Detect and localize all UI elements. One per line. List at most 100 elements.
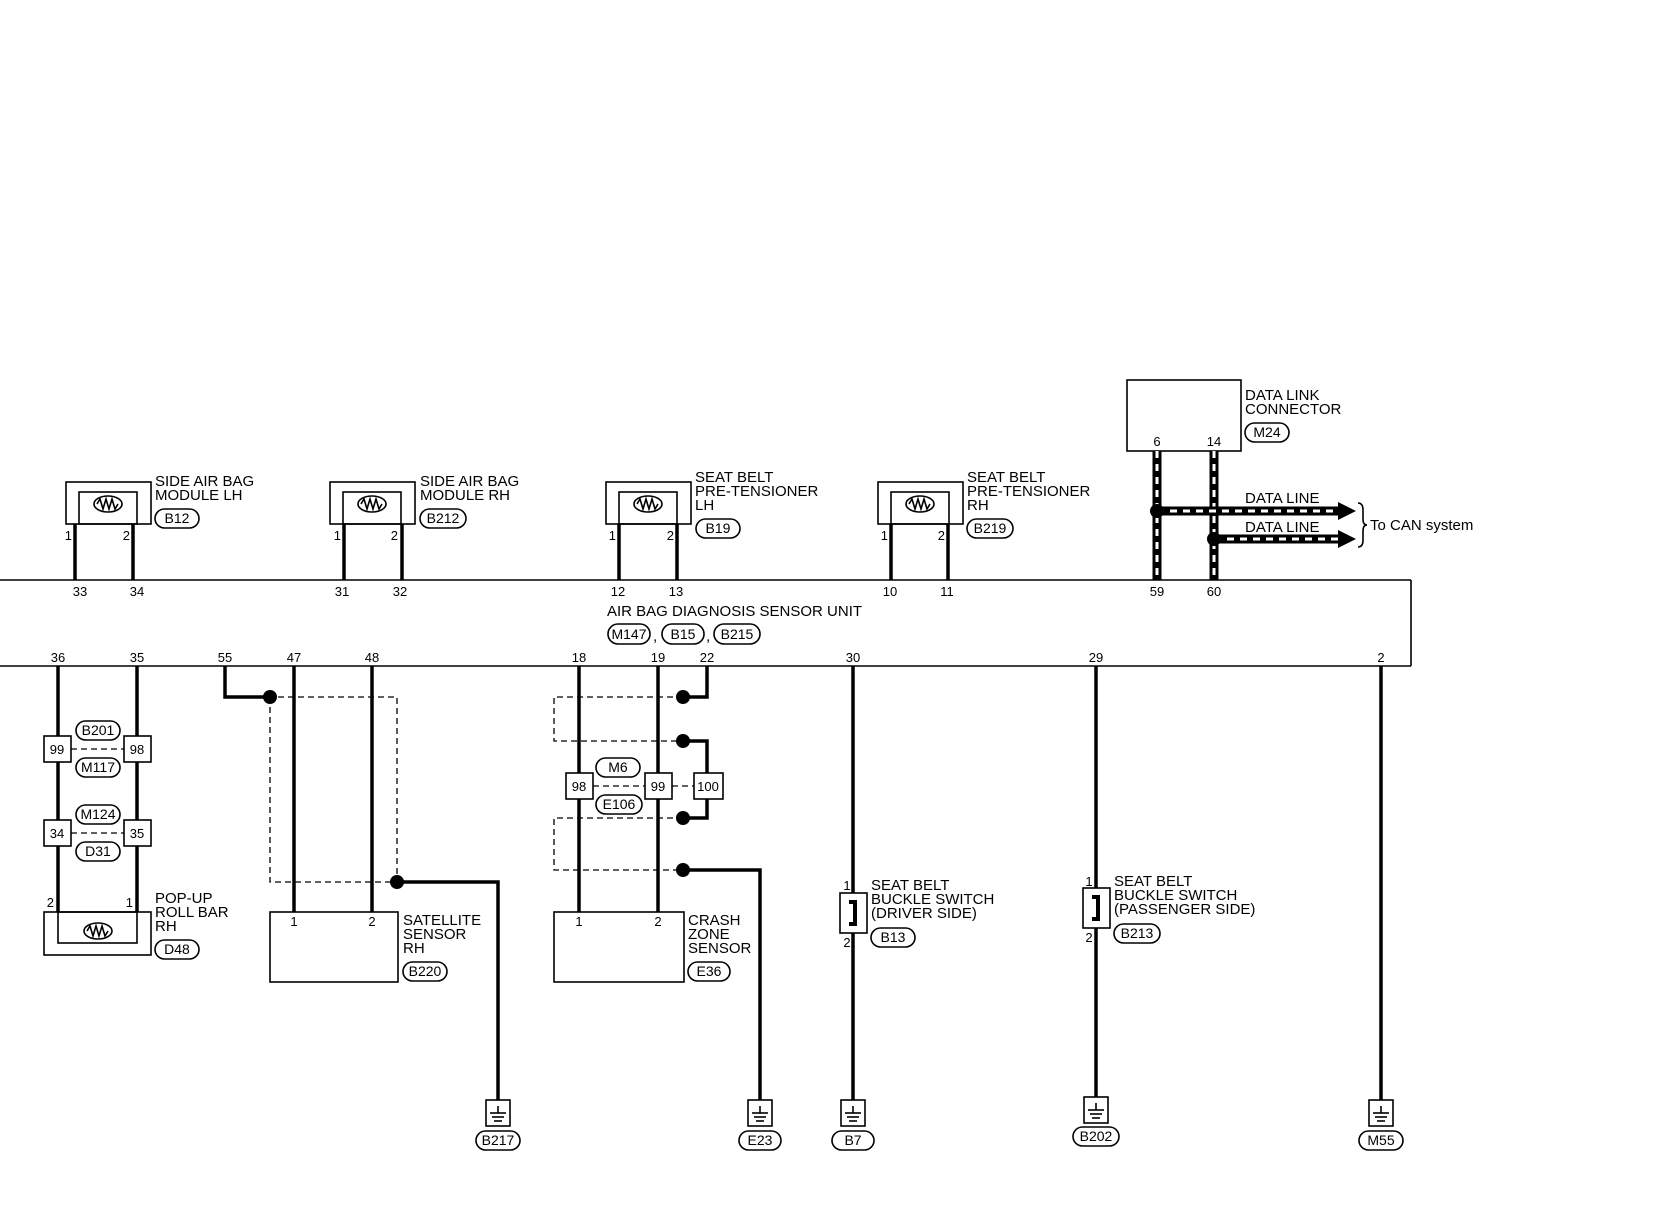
pin-label: 19 <box>651 650 665 665</box>
connector-id: E23 <box>748 1132 773 1148</box>
svg-text:(PASSENGER SIDE): (PASSENGER SIDE) <box>1114 901 1255 918</box>
svg-text:SENSOR: SENSOR <box>403 926 467 943</box>
unit-connector-separator: , <box>706 628 710 645</box>
pin-label: 35 <box>130 650 144 665</box>
seat-belt-pre-tensioner-lh: 1 2 SEAT BELT PRE-TENSIONER LH B19 <box>605 469 819 580</box>
pin-label: 34 <box>130 584 144 599</box>
ground-b202: B202 <box>1072 1096 1120 1147</box>
svg-text:CRASH: CRASH <box>688 912 741 929</box>
svg-text:MODULE RH: MODULE RH <box>420 487 510 504</box>
pin-label: 33 <box>73 584 87 599</box>
svg-text:ROLL BAR: ROLL BAR <box>155 904 229 921</box>
svg-text:100: 100 <box>697 779 719 794</box>
unit-top-pins: 33 34 31 32 12 13 10 11 59 60 <box>73 584 1221 599</box>
svg-text:PRE-TENSIONER: PRE-TENSIONER <box>695 483 819 500</box>
svg-text:B215: B215 <box>721 626 754 642</box>
connector-id: B7 <box>844 1132 861 1148</box>
side-air-bag-module-rh: 1 2 SIDE AIR BAG MODULE RH B212 <box>329 473 519 580</box>
svg-text:(DRIVER SIDE): (DRIVER SIDE) <box>871 905 977 922</box>
pin-label: 30 <box>846 650 860 665</box>
data-link-connector: 6 14 DATA LINK CONNECTOR M24 <box>1126 379 1342 452</box>
pin-label: 48 <box>365 650 379 665</box>
svg-text:34: 34 <box>50 826 64 841</box>
svg-text:M147: M147 <box>611 626 646 642</box>
svg-text:35: 35 <box>130 826 144 841</box>
side-air-bag-module-lh: 1 2 SIDE AIR BAG MODULE LH B12 <box>65 473 254 580</box>
svg-text:1: 1 <box>881 528 888 543</box>
svg-text:SEAT BELT: SEAT BELT <box>967 469 1045 486</box>
pin-label: 55 <box>218 650 232 665</box>
svg-text:BUCKLE SWITCH: BUCKLE SWITCH <box>1114 887 1237 904</box>
svg-text:SIDE AIR BAG: SIDE AIR BAG <box>155 473 254 490</box>
connector-id: B212 <box>427 510 460 526</box>
can-destination: To CAN system <box>1370 517 1473 534</box>
svg-text:RH: RH <box>155 918 177 935</box>
svg-text:99: 99 <box>50 742 64 757</box>
svg-text:BUCKLE SWITCH: BUCKLE SWITCH <box>871 891 994 908</box>
svg-text:MODULE LH: MODULE LH <box>155 487 243 504</box>
arrow-right-icon <box>1338 530 1356 548</box>
connector-id: D31 <box>85 843 111 859</box>
satellite-sensor-rh: 1 2 SATELLITE SENSOR RH B220 <box>223 666 500 1100</box>
svg-text:1: 1 <box>334 528 341 543</box>
svg-text:PRE-TENSIONER: PRE-TENSIONER <box>967 483 1091 500</box>
unit-connector-b215: B215 <box>713 623 761 645</box>
ground-m55: M55 <box>1358 666 1404 1151</box>
pin-label: 22 <box>700 650 714 665</box>
switch-icon <box>1092 895 1100 921</box>
connector-id: B202 <box>1080 1128 1113 1144</box>
connector-id: B13 <box>881 929 906 945</box>
connector-id: M6 <box>608 759 628 775</box>
connector-id: B12 <box>165 510 190 526</box>
pin-label: 47 <box>287 650 301 665</box>
pin-label: 29 <box>1089 650 1103 665</box>
svg-text:2: 2 <box>47 895 54 910</box>
svg-text:2: 2 <box>368 914 375 929</box>
svg-text:98: 98 <box>130 742 144 757</box>
svg-text:1: 1 <box>1085 874 1092 889</box>
pin-label: 2 <box>1377 650 1384 665</box>
splice-dot <box>1150 504 1164 518</box>
svg-text:DATA LINK: DATA LINK <box>1245 387 1319 404</box>
data-line-label: DATA LINE <box>1245 519 1319 536</box>
can-data-lines: DATA LINE DATA LINE To CAN system <box>1150 451 1473 580</box>
svg-text:1: 1 <box>575 914 582 929</box>
unit-name: AIR BAG DIAGNOSIS SENSOR UNIT <box>607 603 862 620</box>
unit-connector-b15: B15 <box>661 623 705 645</box>
svg-text:2: 2 <box>1085 930 1092 945</box>
pin-label: 60 <box>1207 584 1221 599</box>
svg-text:2: 2 <box>667 528 674 543</box>
connector-id: B201 <box>82 722 115 738</box>
ground-e23: E23 <box>738 1099 782 1151</box>
svg-text:SATELLITE: SATELLITE <box>403 912 481 929</box>
svg-text:SENSOR: SENSOR <box>688 940 752 957</box>
svg-text:99: 99 <box>651 779 665 794</box>
svg-text:2: 2 <box>391 528 398 543</box>
brace-icon <box>1357 502 1368 548</box>
connector-id: M124 <box>80 806 115 822</box>
connector-id: E36 <box>697 963 722 979</box>
data-line-label: DATA LINE <box>1245 490 1319 507</box>
pin-label: 32 <box>393 584 407 599</box>
unit-bottom-pins: 36 35 55 47 48 18 19 22 30 29 2 <box>51 650 1385 665</box>
svg-text:2: 2 <box>843 935 850 950</box>
svg-text:ZONE: ZONE <box>688 926 730 943</box>
svg-text:14: 14 <box>1207 434 1221 449</box>
pin-label: 13 <box>669 584 683 599</box>
connector-id: M24 <box>1253 424 1280 440</box>
connector-id: B213 <box>1121 925 1154 941</box>
unit-connector-m147: M147 <box>607 623 651 645</box>
connector-id: B220 <box>409 963 442 979</box>
svg-text:1: 1 <box>65 528 72 543</box>
connector-id: M55 <box>1367 1132 1394 1148</box>
svg-text:2: 2 <box>123 528 130 543</box>
pin-label: 18 <box>572 650 586 665</box>
svg-text:1: 1 <box>126 895 133 910</box>
seat-belt-buckle-switch-passenger: 1 2 SEAT BELT BUCKLE SWITCH (PASSENGER S… <box>1082 666 1255 1097</box>
ground-b217: B217 <box>475 1099 521 1151</box>
air-bag-diagnosis-sensor-unit: AIR BAG DIAGNOSIS SENSOR UNIT M147 , B15… <box>0 579 1412 667</box>
svg-text:98: 98 <box>572 779 586 794</box>
seat-belt-buckle-switch-driver: 1 2 SEAT BELT BUCKLE SWITCH (DRIVER SIDE… <box>839 666 994 1100</box>
svg-text:CONNECTOR: CONNECTOR <box>1245 401 1342 418</box>
